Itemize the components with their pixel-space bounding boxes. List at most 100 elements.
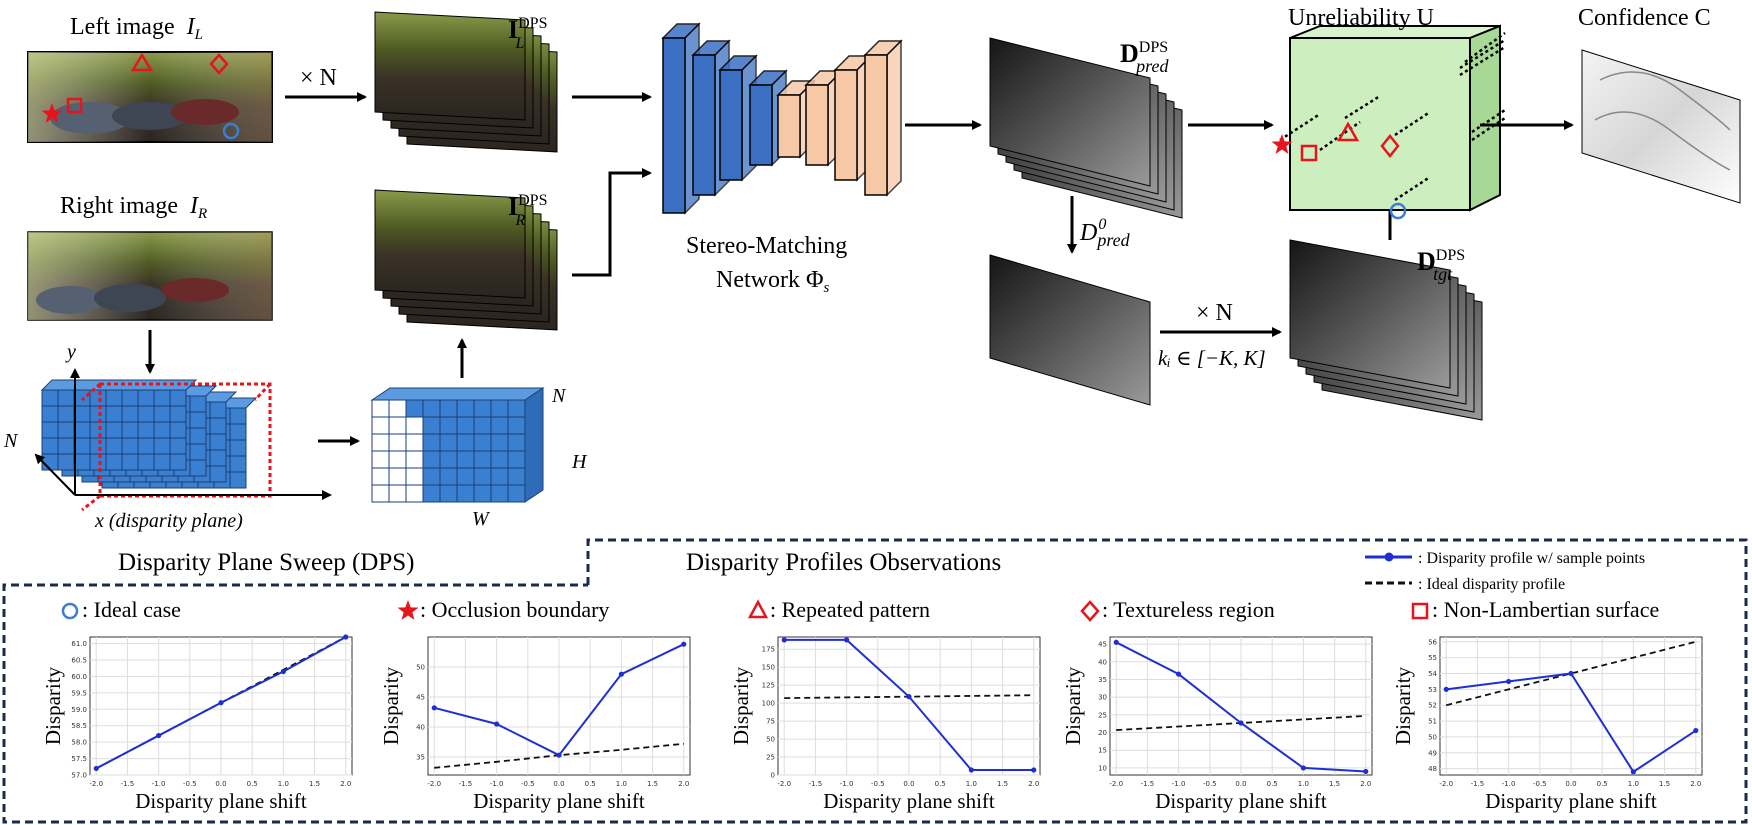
x-tick-label: -1.0 bbox=[152, 780, 166, 788]
square-marker bbox=[66, 97, 83, 114]
k-range-label: kᵢ ∈ [−K, K] bbox=[1158, 346, 1266, 370]
circle-marker bbox=[222, 122, 240, 140]
dps-title: Disparity Plane Sweep (DPS) bbox=[118, 549, 415, 576]
y-tick-label: 40 bbox=[416, 724, 425, 732]
y-tick-label: 35 bbox=[1098, 676, 1107, 684]
x-tick-label: 2.0 bbox=[1690, 780, 1701, 788]
y-tick-label: 61.0 bbox=[71, 640, 87, 648]
x-tick-label: -1.5 bbox=[459, 780, 473, 788]
y-tick-label: 75 bbox=[766, 718, 775, 726]
sample-point bbox=[431, 705, 437, 711]
x-tick-label: -1.0 bbox=[490, 780, 504, 788]
sample-point bbox=[1238, 720, 1244, 726]
y-axis-label: Disparity bbox=[41, 666, 65, 745]
chart-title-marker bbox=[1080, 600, 1100, 622]
unrel-diamond-marker bbox=[1380, 133, 1400, 159]
y-tick-label: 35 bbox=[416, 754, 425, 762]
dps-axes: y N x (disparity plane) bbox=[3, 341, 332, 532]
stereo-matching-network bbox=[661, 22, 903, 215]
shifted-plane-grid bbox=[370, 387, 545, 503]
confidence-label: Confidence C bbox=[1578, 5, 1711, 31]
legend-ideal-text: : Ideal disparity profile bbox=[1418, 576, 1565, 593]
sample-point bbox=[968, 767, 974, 773]
y-tick-label: 150 bbox=[762, 664, 775, 672]
x-tick-label: -0.5 bbox=[1533, 780, 1547, 788]
x-tick-label: -1.0 bbox=[1502, 780, 1516, 788]
dpred-stack bbox=[989, 37, 1183, 219]
y-tick-label: 25 bbox=[766, 754, 775, 762]
y-tick-label: 20 bbox=[1098, 729, 1107, 737]
chart-title-marker bbox=[747, 599, 769, 619]
sample-point bbox=[618, 671, 624, 677]
y-tick-label: 50 bbox=[1428, 733, 1437, 741]
x-tick-label: -2.0 bbox=[427, 780, 441, 788]
chart-title: : Repeated pattern bbox=[770, 597, 930, 622]
sample-point bbox=[1443, 686, 1449, 692]
chart-title: : Occlusion boundary bbox=[420, 597, 609, 622]
sample-point bbox=[494, 721, 500, 727]
y-tick-label: 59.0 bbox=[71, 706, 87, 714]
y-tick-label: 50 bbox=[416, 664, 425, 672]
sample-point bbox=[1113, 639, 1119, 645]
unrel-triangle-marker bbox=[1336, 121, 1360, 142]
x-tick-label: -0.5 bbox=[521, 780, 535, 788]
x-tick-label: 1.5 bbox=[1659, 780, 1670, 788]
sample-point bbox=[1176, 671, 1182, 677]
y-tick-label: 57.5 bbox=[71, 755, 87, 763]
x-tick-label: -2.0 bbox=[1109, 780, 1123, 788]
unrel-circle-marker bbox=[1389, 202, 1407, 220]
y-tick-label: 54 bbox=[1428, 670, 1437, 678]
x-tick-label: 1.0 bbox=[278, 780, 289, 788]
chart-title: : Ideal case bbox=[82, 597, 181, 622]
x-axis-label: Disparity plane shift bbox=[135, 789, 307, 813]
chart-title-marker bbox=[397, 600, 419, 620]
x-tick-label: -2.0 bbox=[89, 780, 103, 788]
x-tick-label: 1.5 bbox=[1329, 780, 1340, 788]
x-tick-label: 2.0 bbox=[1028, 780, 1039, 788]
left-image-thumbnail bbox=[27, 51, 273, 143]
x-tick-label: 0.0 bbox=[1565, 780, 1576, 788]
x-tick-label: 2.0 bbox=[678, 780, 689, 788]
right-dps-stack bbox=[374, 189, 558, 331]
y-tick-label: 10 bbox=[1098, 764, 1107, 772]
x-tick-label: -0.5 bbox=[183, 780, 197, 788]
x-tick-label: 1.0 bbox=[1298, 780, 1309, 788]
sample-point bbox=[906, 694, 912, 700]
x-tick-label: -1.5 bbox=[1141, 780, 1155, 788]
y-tick-label: 55 bbox=[1428, 654, 1437, 662]
sample-point bbox=[1031, 767, 1037, 773]
y-tick-label: 25 bbox=[1098, 711, 1107, 719]
chart-title: : Textureless region bbox=[1102, 597, 1275, 622]
axis-label-n: N bbox=[3, 430, 19, 452]
observations-border bbox=[2, 538, 1748, 824]
triangle-marker bbox=[130, 52, 154, 72]
confidence-map bbox=[1581, 49, 1741, 204]
observations-title: Disparity Profiles Observations bbox=[686, 549, 1001, 576]
x-tick-label: -1.5 bbox=[121, 780, 135, 788]
x-tick-label: 1.0 bbox=[616, 780, 627, 788]
y-axis-label: Disparity bbox=[1391, 666, 1415, 745]
y-tick-label: 58.5 bbox=[71, 722, 87, 730]
x-tick-label: 2.0 bbox=[1360, 780, 1371, 788]
sample-point bbox=[1568, 670, 1574, 677]
y-tick-label: 125 bbox=[762, 682, 775, 690]
x-tick-label: 1.5 bbox=[309, 780, 320, 788]
x-tick-label: -1.0 bbox=[1172, 780, 1186, 788]
star-marker bbox=[41, 103, 63, 123]
y-tick-label: 52 bbox=[1428, 702, 1437, 710]
sample-point bbox=[844, 637, 850, 643]
unrel-square-marker bbox=[1300, 144, 1318, 162]
x-tick-label: -1.5 bbox=[1471, 780, 1485, 788]
sample-point bbox=[1300, 765, 1306, 771]
sample-point bbox=[280, 668, 286, 675]
axis-label-y: y bbox=[65, 341, 76, 363]
left-dps-stack bbox=[374, 11, 558, 153]
y-tick-label: 51 bbox=[1428, 718, 1437, 726]
x-tick-label: 0.0 bbox=[553, 780, 564, 788]
x-axis-label: Disparity plane shift bbox=[823, 789, 995, 813]
y-axis-label: Disparity bbox=[729, 666, 753, 745]
